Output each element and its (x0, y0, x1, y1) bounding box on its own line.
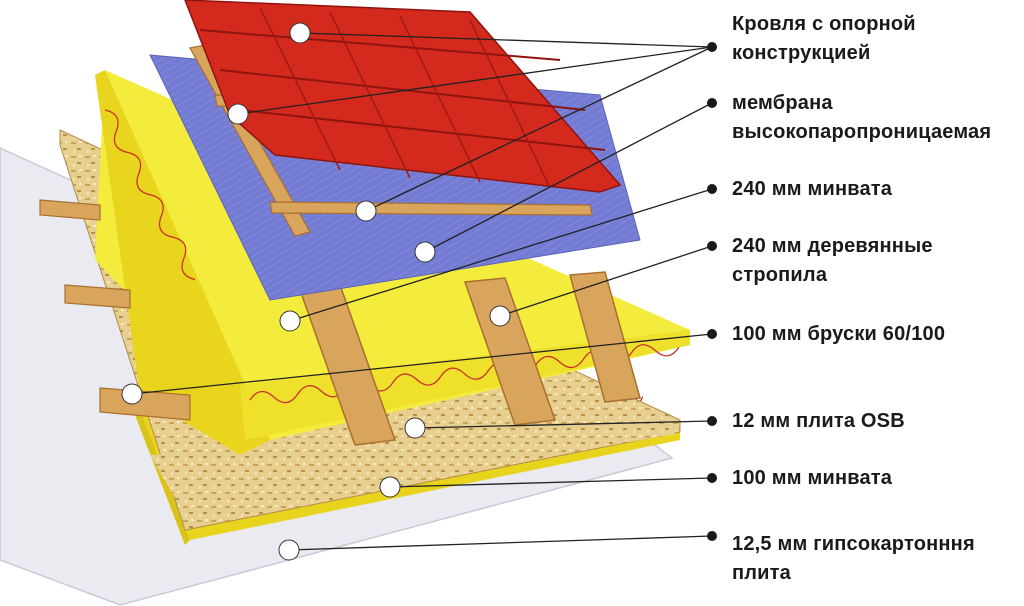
marker-rafter (489, 305, 511, 327)
marker-batten (121, 383, 143, 405)
marker-roof-tile (289, 22, 311, 44)
marker-roof-counterbatten (355, 200, 377, 222)
rafters (298, 271, 641, 446)
label-dots (707, 42, 717, 541)
marker-roof-batten (227, 103, 249, 125)
label-wool240: 240 мм минвата (732, 178, 893, 200)
marker-wool240 (279, 310, 301, 332)
marker-drywall (278, 539, 300, 561)
layer-markers (121, 22, 511, 561)
label-osb: 12 мм плита OSB (732, 410, 905, 432)
marker-wool100 (379, 476, 401, 498)
marker-membrane (414, 241, 436, 263)
leader-lines (131, 32, 713, 551)
label-battens: 100 мм бруски 60/100 (732, 323, 946, 345)
marker-osb (404, 417, 426, 439)
label-wool100: 100 мм минвата (732, 467, 893, 489)
